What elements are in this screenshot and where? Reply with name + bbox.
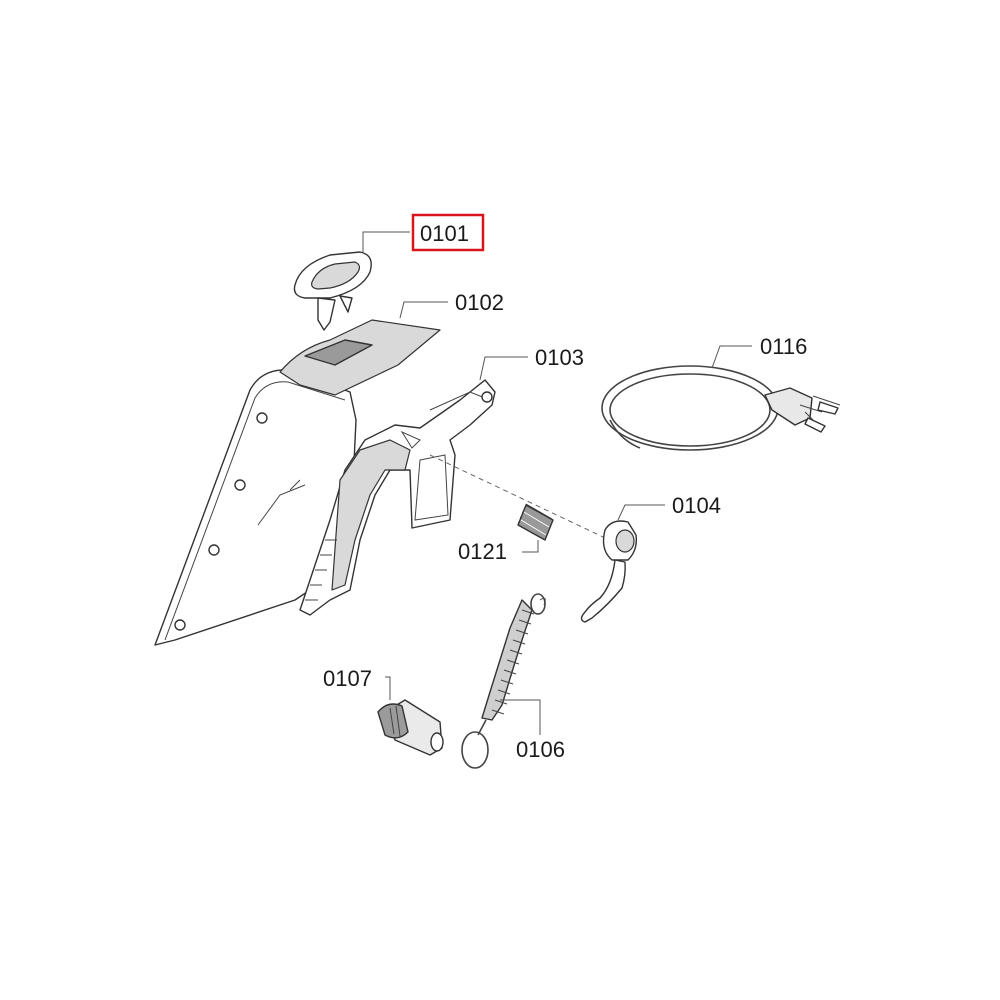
label-0102[interactable]: 0102 xyxy=(455,290,504,315)
leader-0107 xyxy=(385,676,391,700)
leader-0116 xyxy=(711,345,752,369)
highlight-box-0101 xyxy=(411,213,485,252)
label-0106[interactable]: 0106 xyxy=(516,737,565,762)
leader-lines xyxy=(362,231,752,735)
leader-0121 xyxy=(522,540,539,553)
part-0104-hook xyxy=(580,520,638,623)
label-0116[interactable]: 0116 xyxy=(760,334,807,359)
leader-0102 xyxy=(399,301,448,319)
assembly-axis-line xyxy=(429,454,621,546)
part-0107-connector xyxy=(377,699,444,756)
leader-0106 xyxy=(500,699,541,735)
label-0103[interactable]: 0103 xyxy=(535,345,584,370)
part-0121-spring xyxy=(517,503,554,541)
label-0107[interactable]: 0107 xyxy=(323,666,372,691)
part-0103-bracket xyxy=(299,379,496,616)
leader-0101 xyxy=(362,231,410,252)
label-0101[interactable]: 0101 xyxy=(420,221,469,246)
leader-0104 xyxy=(617,504,665,521)
label-0104[interactable]: 0104 xyxy=(672,493,721,518)
part-0116-power-cord xyxy=(601,365,841,451)
leader-0103 xyxy=(479,356,528,381)
label-0121[interactable]: 0121 xyxy=(458,539,507,564)
part-0106-spring xyxy=(461,593,546,769)
part-0101-clip xyxy=(293,251,372,331)
part-0102-panel xyxy=(154,319,441,646)
